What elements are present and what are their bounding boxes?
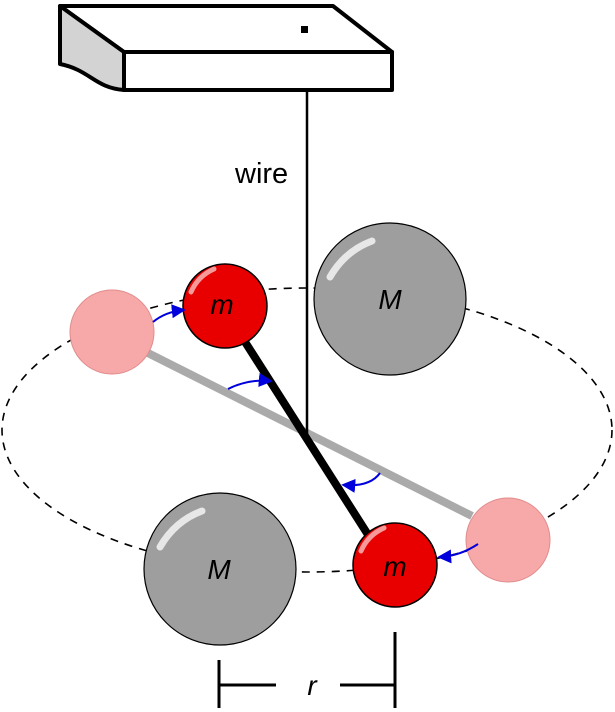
distance-indicator: r — [217, 632, 397, 708]
small-mass-bottom-label: m — [383, 551, 406, 582]
rod-current — [229, 319, 376, 545]
small-mass-initial-left — [69, 289, 155, 375]
rotation-arrow-icon — [227, 373, 273, 390]
small-mass-top-label: m — [210, 289, 233, 320]
wire-label: wire — [234, 158, 288, 190]
small-mass-bottom: m — [352, 522, 438, 608]
small-mass-top: m — [182, 263, 268, 349]
large-mass-bottom: M — [143, 492, 297, 646]
rotation-arrow-icon — [341, 472, 381, 493]
orbit-path — [1, 287, 613, 573]
distance-label: r — [307, 670, 318, 701]
ceiling-mount-icon — [58, 4, 394, 92]
rotation-arrow-icon — [152, 304, 186, 323]
large-mass-top-label: M — [378, 284, 402, 315]
large-mass-top: M — [313, 222, 467, 376]
small-mass-initial-right — [465, 497, 551, 583]
rotation-arrow-icon — [437, 543, 479, 564]
large-mass-bottom-label: M — [207, 554, 231, 585]
